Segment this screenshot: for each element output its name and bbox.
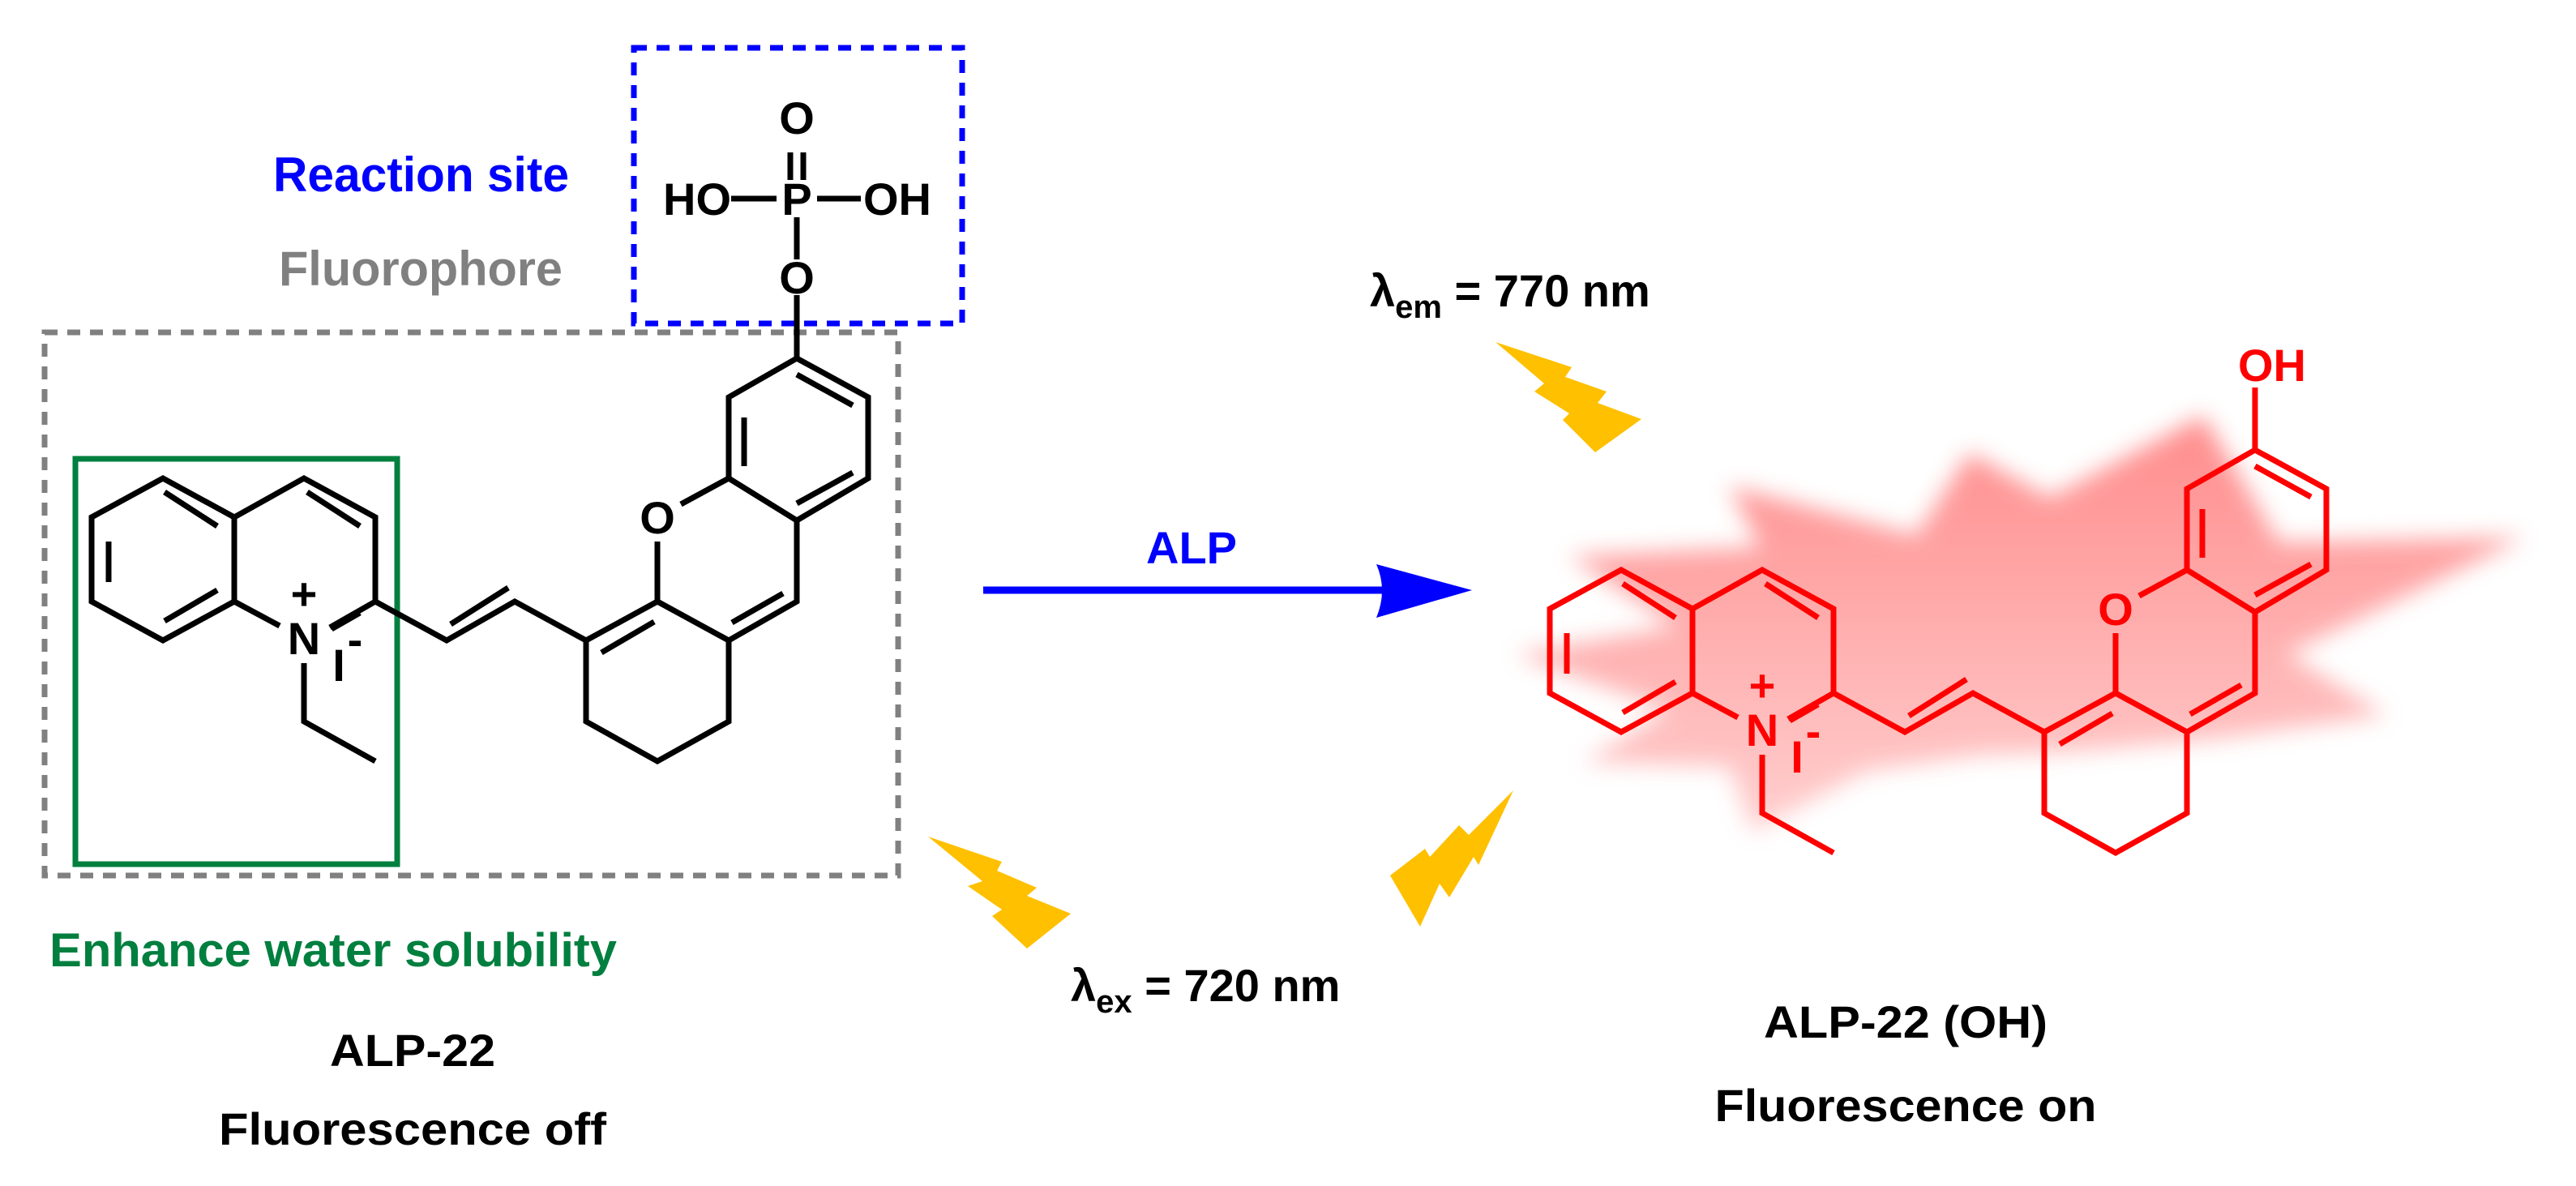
- fluorophore-label: Fluorophore: [279, 242, 563, 296]
- reactant-name: ALP-22: [330, 1025, 495, 1076]
- reactant-state: Fluorescence off: [219, 1103, 606, 1154]
- nitrogen-atom: N: [1746, 704, 1778, 756]
- oxygen-atom: O: [2098, 584, 2133, 635]
- negative-charge: -: [348, 614, 363, 665]
- excitation-wavelength: λex = 720 nm: [1071, 960, 1340, 1020]
- positive-charge: +: [291, 568, 318, 619]
- product-hydroxyl: OH: [2238, 340, 2306, 391]
- fluorescence-glow: [1516, 416, 2524, 832]
- positive-charge: +: [1749, 660, 1776, 711]
- product-molecule: OH N + I - O: [1547, 340, 2330, 857]
- ester-oxygen-atom: O: [779, 252, 815, 303]
- excitation-lightning-icon-2: [1390, 790, 1513, 927]
- iodide-atom: I: [1791, 731, 1804, 782]
- reaction-site-box: [631, 45, 965, 327]
- negative-charge: -: [1806, 705, 1821, 756]
- phosphate-group: O P O HO OH: [663, 92, 931, 358]
- hydroxyl-left: HO: [663, 173, 731, 225]
- phosphorus-atom: P: [781, 173, 811, 225]
- emission-wavelength: λem = 770 nm: [1370, 265, 1650, 325]
- hydroxyl-right: OH: [863, 173, 931, 225]
- emission-lightning-icon: [1496, 342, 1641, 452]
- excitation-lightning-icon: [928, 837, 1071, 948]
- reactant-molecule: N + I - O: [88, 354, 871, 765]
- enzyme-label: ALP: [1146, 522, 1237, 573]
- solubility-label: Enhance water solubility: [49, 924, 617, 977]
- nitrogen-atom: N: [288, 613, 320, 664]
- solubility-box: [72, 456, 400, 867]
- iodide-atom: I: [332, 640, 345, 691]
- product-name: ALP-22 (OH): [1764, 996, 2048, 1047]
- product-state: Fluorescence on: [1715, 1080, 2097, 1131]
- double-bond-oxygen-atom: O: [779, 92, 815, 143]
- reaction-site-label: Reaction site: [273, 148, 569, 202]
- reaction-arrow: [983, 564, 1472, 618]
- product-core: N + I - O: [1547, 446, 2330, 857]
- oxygen-atom: O: [640, 492, 675, 543]
- fluorophore-box: [41, 329, 901, 879]
